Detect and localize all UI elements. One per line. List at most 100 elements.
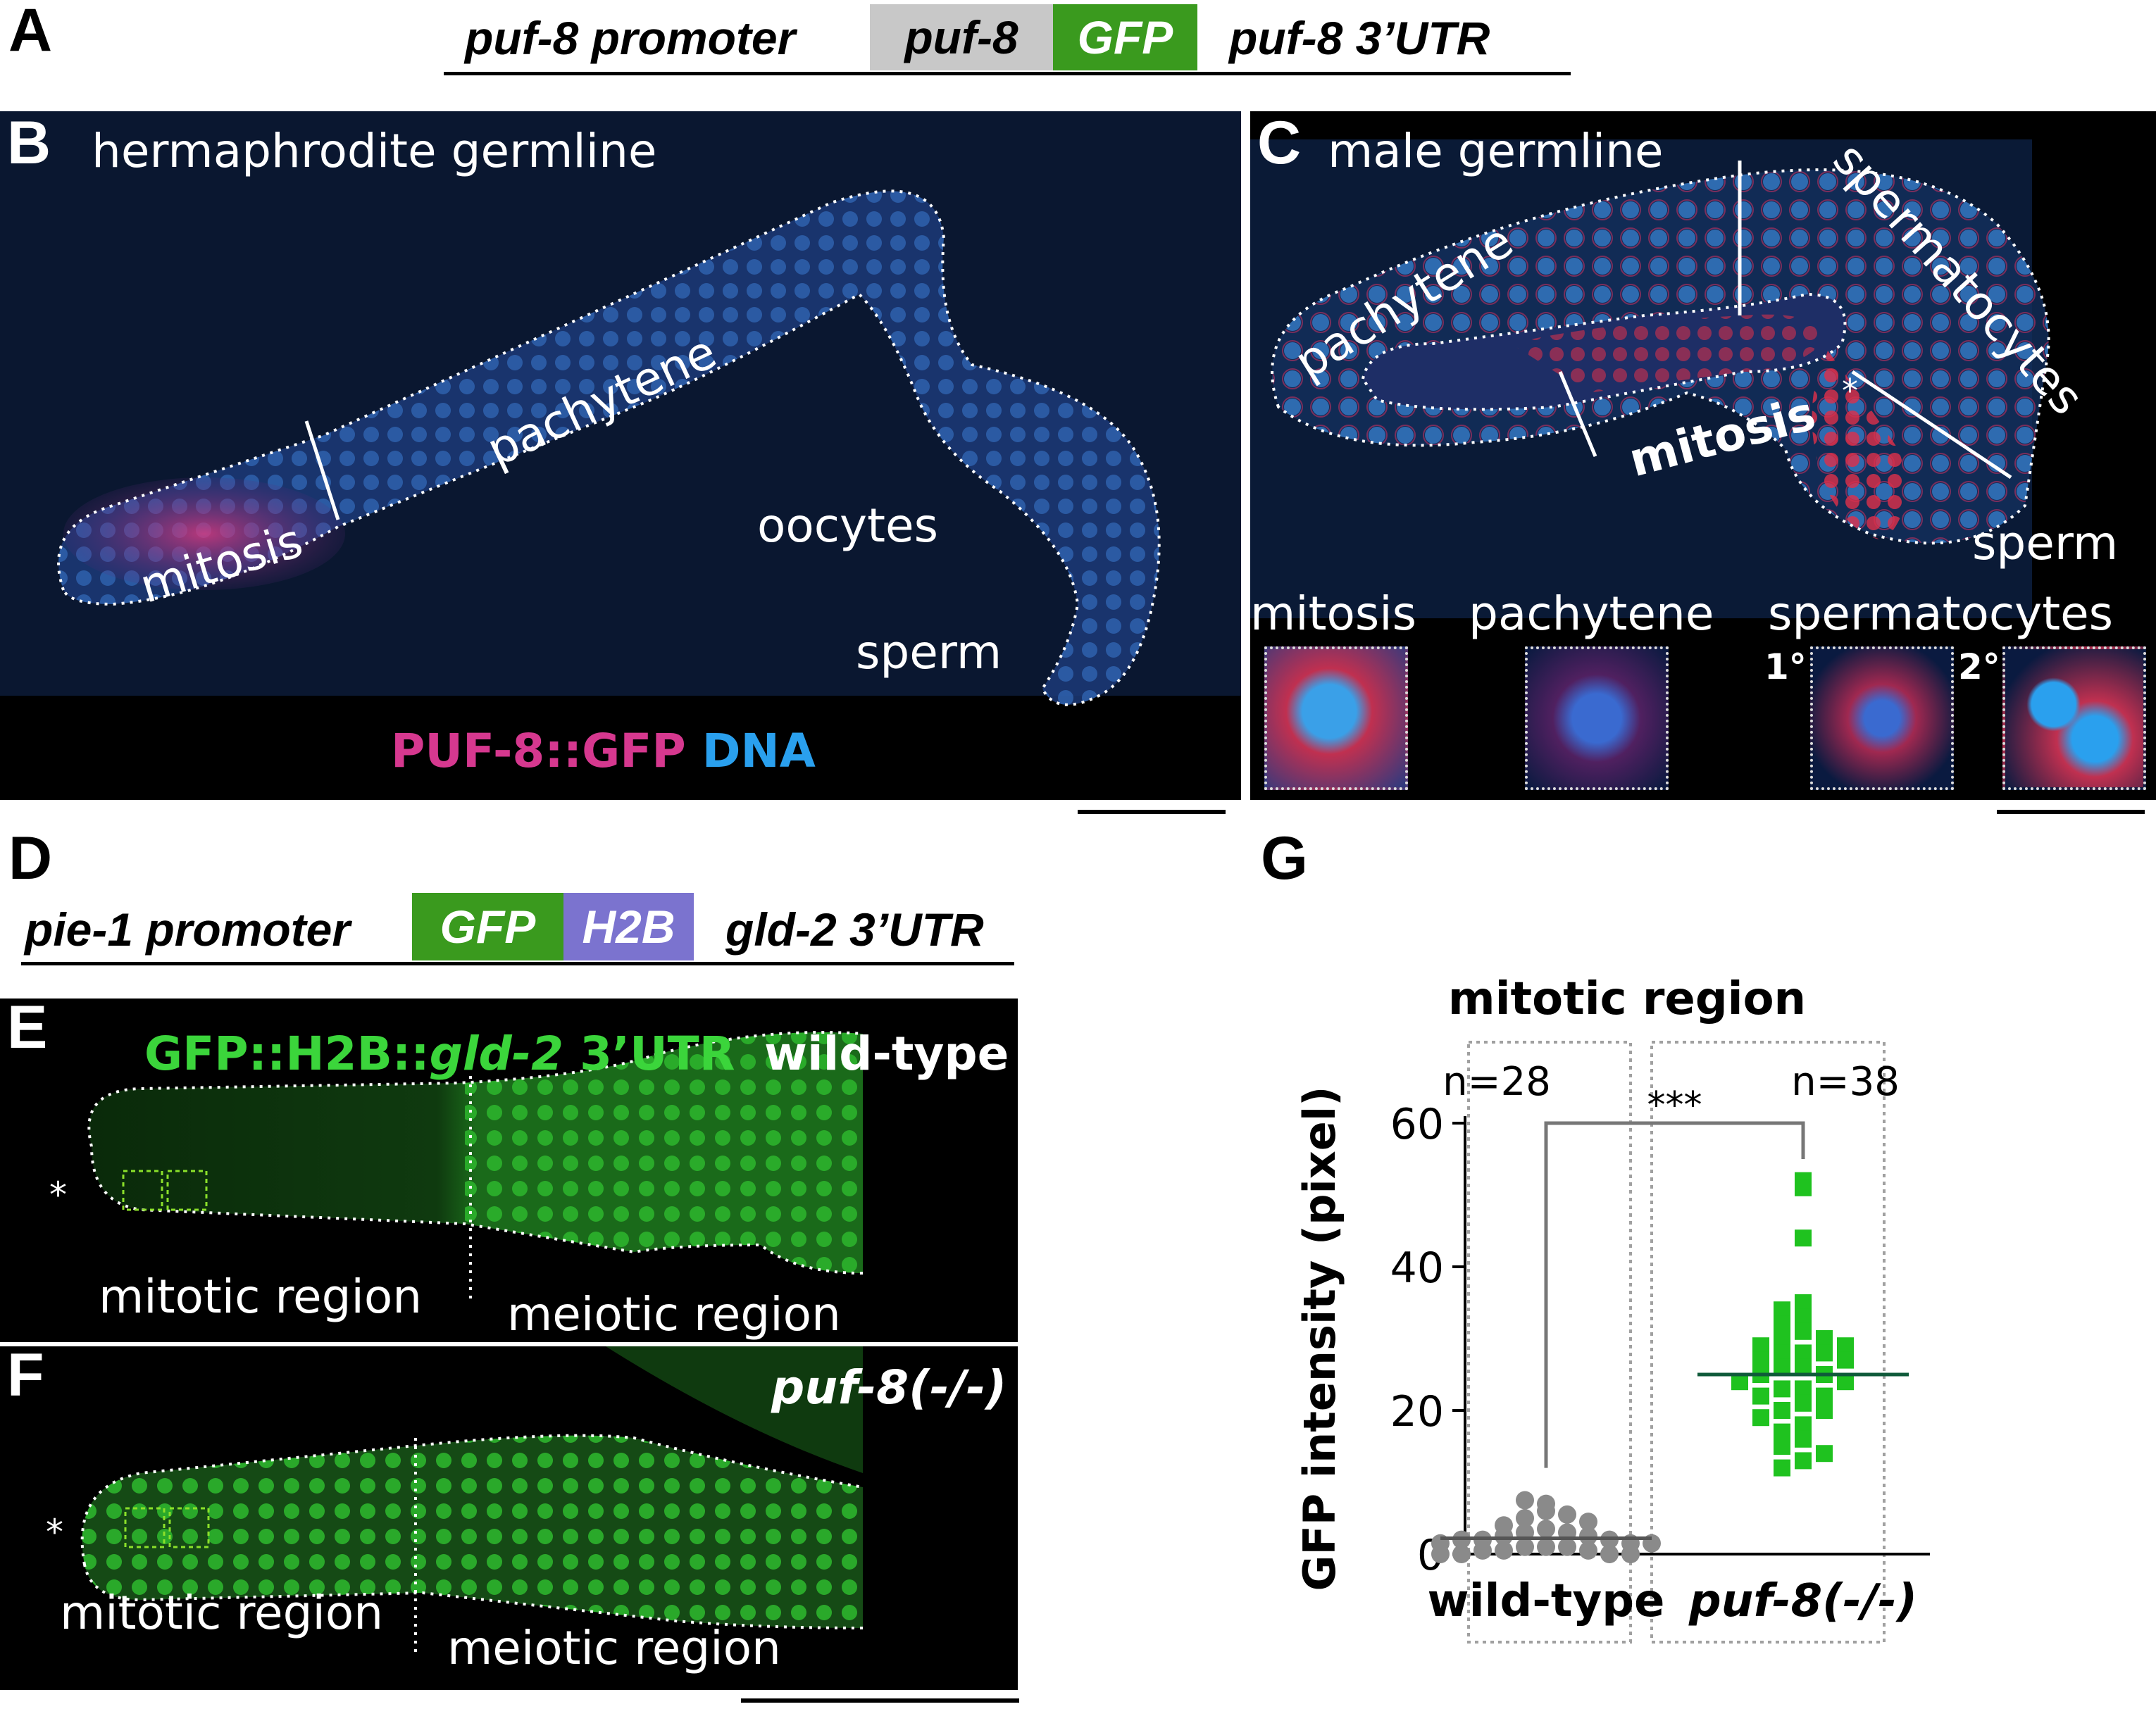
panel-c-title: male germline: [1328, 124, 1664, 178]
data-point: [1774, 1459, 1790, 1477]
chart-title: mitotic region: [1448, 973, 1806, 1025]
construct-a: puf-8 promoter puf-8 GFP puf-8 3’UTR: [444, 4, 1571, 75]
significance-bracket: [1544, 1121, 1805, 1468]
panel-e-meiotic-label: meiotic region: [507, 1287, 841, 1341]
construct-d-h2b-box: H2B: [563, 893, 694, 960]
data-point: [1431, 1545, 1450, 1563]
data-point: [1795, 1430, 1812, 1448]
construct-d: pie-1 promoter GFP H2B gld-2 3’UTR: [21, 893, 1014, 965]
data-point: [1816, 1344, 1833, 1362]
data-point: [1621, 1545, 1640, 1563]
panel-f-asterisk: *: [46, 1512, 63, 1553]
panel-e-title-suffix: 3’UTR: [563, 1027, 735, 1081]
group-box-1: [1650, 1041, 1886, 1644]
panel-f-genotype: puf-8(-/-): [771, 1360, 1007, 1415]
n-label: n=28: [1442, 1059, 1551, 1105]
data-point: [1795, 1394, 1812, 1412]
panel-f-mitotic-label: mitotic region: [60, 1586, 384, 1640]
data-point: [1795, 1452, 1812, 1470]
panel-e-asterisk: *: [49, 1175, 67, 1215]
construct-a-puf8-box: puf-8: [870, 4, 1053, 70]
panel-f-image: F puf-8(-/-) * mitotic region meiotic re…: [0, 1346, 1018, 1690]
data-point: [1795, 1179, 1812, 1196]
data-point: [1774, 1402, 1790, 1419]
data-point: [1600, 1545, 1619, 1563]
data-point: [1516, 1537, 1534, 1556]
y-tick-label: 60: [1390, 1100, 1444, 1149]
data-point: [1795, 1416, 1812, 1434]
panel-b-sperm-label: sperm: [856, 625, 1002, 680]
panel-c-image: C male germline pachytene spermatocytes …: [1250, 111, 2156, 800]
data-point: [1752, 1351, 1769, 1369]
inset-pachytene: [1525, 646, 1669, 790]
data-point: [1816, 1387, 1833, 1405]
data-point: [1774, 1301, 1790, 1319]
data-point: [1558, 1505, 1576, 1524]
data-point: [1795, 1308, 1812, 1326]
n-label: n=38: [1791, 1059, 1900, 1105]
data-point: [1516, 1491, 1534, 1510]
data-point: [1837, 1351, 1854, 1369]
construct-a-line: [444, 72, 1571, 75]
data-point: [1516, 1509, 1534, 1527]
panel-e-image: E GFP::H2B::gld-2 3’UTR wild-type * mito…: [0, 999, 1018, 1342]
construct-d-gfp-box: GFP: [412, 893, 563, 960]
inset-spermatocytes-label: spermatocytes: [1768, 587, 2114, 641]
panel-e-title-gene: gld-2: [429, 1027, 564, 1081]
construct-d-promoter: pie-1 promoter: [25, 903, 351, 956]
data-point: [1816, 1402, 1833, 1419]
data-point: [1452, 1545, 1471, 1563]
y-axis-label: GFP intensity (pixel): [1294, 1087, 1345, 1591]
data-point: [1752, 1409, 1769, 1427]
data-point: [1816, 1330, 1833, 1347]
x-category-label: puf-8(-/-): [1688, 1575, 1917, 1627]
y-tick-label: 20: [1390, 1387, 1444, 1436]
inset-mitosis: [1264, 646, 1408, 790]
data-point: [1473, 1541, 1492, 1560]
panel-f-micrograph: [80, 1346, 864, 1656]
x-category-label: wild-type: [1428, 1575, 1665, 1627]
panel-e-genotype: wild-type: [764, 1027, 1009, 1081]
data-point: [1774, 1315, 1790, 1333]
panel-b-label: B: [7, 111, 51, 177]
inset-pachytene-label: pachytene: [1469, 587, 1714, 641]
inset-spermatocyte-primary: [1810, 646, 1954, 790]
panel-c-asterisk: *: [1842, 372, 1858, 410]
panel-f-label: F: [7, 1346, 44, 1409]
panel-a-label: A: [8, 0, 53, 64]
data-point: [1795, 1229, 1812, 1247]
data-point: [1558, 1537, 1576, 1556]
construct-d-utr: gld-2 3’UTR: [725, 903, 984, 956]
inset-secondary-label: 2°: [1958, 646, 2000, 687]
inset-spermatocyte-secondary: [2002, 646, 2146, 790]
data-point: [1795, 1344, 1812, 1362]
panel-f-meiotic-label: meiotic region: [447, 1621, 781, 1675]
panel-b-scale-bar: [1078, 810, 1226, 814]
construct-a-gfp-box: GFP: [1053, 4, 1197, 70]
data-point: [1495, 1527, 1513, 1546]
panel-b-image: B hermaphrodite germline mitosis pachyte…: [0, 111, 1241, 800]
data-point: [1774, 1330, 1790, 1347]
data-point: [1837, 1337, 1854, 1355]
data-point: [1752, 1337, 1769, 1355]
panel-g-label: G: [1261, 825, 1308, 892]
panel-c-micrograph: [1250, 139, 2050, 618]
panel-e-label: E: [7, 999, 48, 1061]
panel-e-micrograph: [87, 1031, 864, 1301]
panel-e-mitotic-label: mitotic region: [99, 1270, 423, 1324]
data-point: [1752, 1387, 1769, 1405]
legend-gfp: PUF-8::GFP: [391, 724, 686, 778]
data-point: [1774, 1344, 1790, 1362]
panel-c-label: C: [1257, 111, 1302, 177]
data-point: [1795, 1294, 1812, 1311]
data-point: [1537, 1520, 1555, 1539]
legend-dna: DNA: [702, 724, 816, 778]
panel-c-scale-bar: [1997, 810, 2145, 814]
data-point: [1795, 1322, 1812, 1340]
inset-mitosis-label: mitosis: [1250, 587, 1416, 641]
data-point: [1774, 1423, 1790, 1441]
panel-e-title: GFP::H2B::gld-2 3’UTR: [144, 1027, 735, 1081]
panel-b-legend: PUF-8::GFP DNA: [391, 724, 816, 778]
data-point: [1537, 1501, 1555, 1520]
